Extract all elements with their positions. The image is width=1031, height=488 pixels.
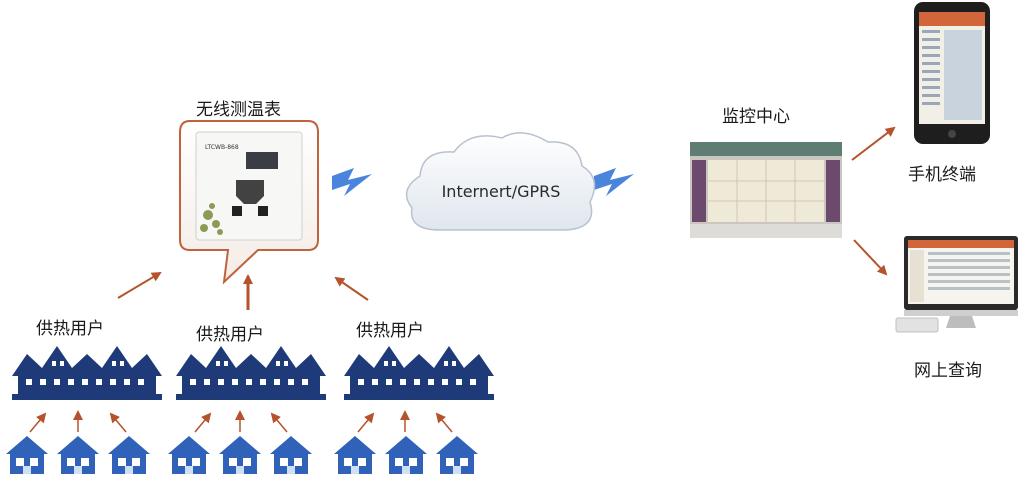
- apartment-block-icon: [12, 346, 162, 400]
- house-to-block-arrows: [29, 410, 453, 433]
- monitor-wall-icon: [690, 142, 842, 238]
- small-house-icon: [6, 436, 48, 474]
- arrow-center-to-mobile: [851, 126, 896, 161]
- monitor-center-label: 监控中心: [722, 107, 790, 127]
- small-house-icon: [108, 436, 150, 474]
- wireless-bolt-icon: [594, 168, 634, 196]
- apartment-block-icon: [176, 346, 326, 400]
- arrow-users-left-to-meter: [117, 271, 162, 299]
- user-group-label: 供热用户: [356, 321, 424, 341]
- mobile-terminal-label: 手机终端: [908, 165, 976, 185]
- small-house-icon: [168, 436, 210, 474]
- small-house-icon: [334, 436, 376, 474]
- meter-title: 无线测温表: [196, 100, 281, 120]
- device-model-label: LTCWB-868: [205, 144, 239, 151]
- small-house-icon: [385, 436, 427, 474]
- cloud-icon: Internert/GPRS: [405, 132, 596, 231]
- arrow-center-to-web: [853, 239, 888, 276]
- user-group-label: 供热用户: [36, 319, 104, 339]
- small-house-icon: [57, 436, 99, 474]
- smartphone-icon: [914, 2, 990, 144]
- apartment-block-icon: [344, 346, 494, 400]
- desktop-computer-icon: [895, 236, 1018, 333]
- wireless-bolt-icon: [332, 168, 372, 196]
- user-group-label: 供热用户: [196, 325, 264, 345]
- arrow-users-right-to-meter: [334, 276, 369, 301]
- small-house-icon: [436, 436, 478, 474]
- cloud-label: Internert/GPRS: [442, 182, 561, 201]
- small-house-icon: [270, 436, 312, 474]
- meter-bubble: LTCWB-868: [179, 120, 319, 285]
- small-house-icon: [219, 436, 261, 474]
- web-query-label: 网上查询: [914, 361, 982, 381]
- meter-device-icon: LTCWB-868: [195, 131, 303, 241]
